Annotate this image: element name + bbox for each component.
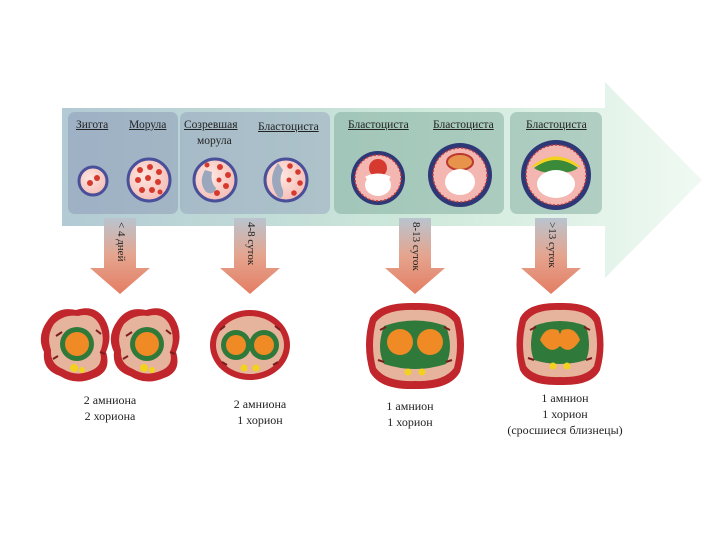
stage-label-mature-morula-1: Созревшая <box>184 119 238 131</box>
timing-label-2: 4-8 суток <box>245 222 257 266</box>
stage-label-blastocyst-4: Бластоциста <box>526 119 587 131</box>
morula-cell <box>126 157 172 203</box>
blastocyst-early-cell <box>263 157 309 203</box>
blastocyst-cell-3 <box>521 140 591 210</box>
outcome-1-line2: 2 хориона <box>84 409 136 423</box>
zygote-cell <box>77 165 109 197</box>
stage-label-blastocyst-1: Бластоциста <box>258 121 319 133</box>
timing-label-1: < 4 дней <box>115 222 127 262</box>
outcome-4-sac <box>516 302 604 386</box>
down-arrow-1 <box>90 218 150 294</box>
outcome-1-right-sac <box>110 308 180 382</box>
blastocyst-cell-2 <box>428 143 492 207</box>
stage-label-morula: Морула <box>129 119 167 131</box>
outcome-caption-4: 1 амнион 1 хорион (сросшиеся близнецы) <box>495 390 635 438</box>
stage-label-mature-morula-2: морула <box>197 135 232 147</box>
timing-label-4: >13 суток <box>546 222 558 268</box>
outcome-caption-1: 2 амниона 2 хориона <box>60 392 160 424</box>
outcome-2-line1: 2 амниона <box>233 397 287 411</box>
down-arrow-4 <box>521 218 581 294</box>
down-arrow-3 <box>385 218 445 294</box>
blastocyst-cell-1 <box>351 151 405 205</box>
stage-label-zygote: Зигота <box>76 119 109 131</box>
timing-label-3: 8-13 суток <box>410 222 422 271</box>
outcome-caption-2: 2 амниона 1 хорион <box>210 396 310 428</box>
outcome-4-line2: 1 хорион <box>542 407 588 421</box>
outcome-3-line2: 1 хорион <box>387 415 433 429</box>
outcome-3-line1: 1 амнион <box>386 399 434 413</box>
stage-label-blastocyst-3: Бластоциста <box>433 119 494 131</box>
outcome-2-sac <box>210 310 290 380</box>
stage-label-blastocyst-2: Бластоциста <box>348 119 409 131</box>
outcome-caption-3: 1 амнион 1 хорион <box>360 398 460 430</box>
outcome-1-line1: 2 амниона <box>83 393 137 407</box>
mature-morula-cell <box>192 157 238 203</box>
outcome-1-left-sac <box>40 308 110 382</box>
outcome-4-line3: (сросшиеся близнецы) <box>507 423 623 437</box>
outcome-4-line1: 1 амнион <box>541 391 589 405</box>
outcome-2-line2: 1 хорион <box>237 413 283 427</box>
down-arrow-2 <box>220 218 280 294</box>
outcome-3-sac <box>366 302 464 390</box>
